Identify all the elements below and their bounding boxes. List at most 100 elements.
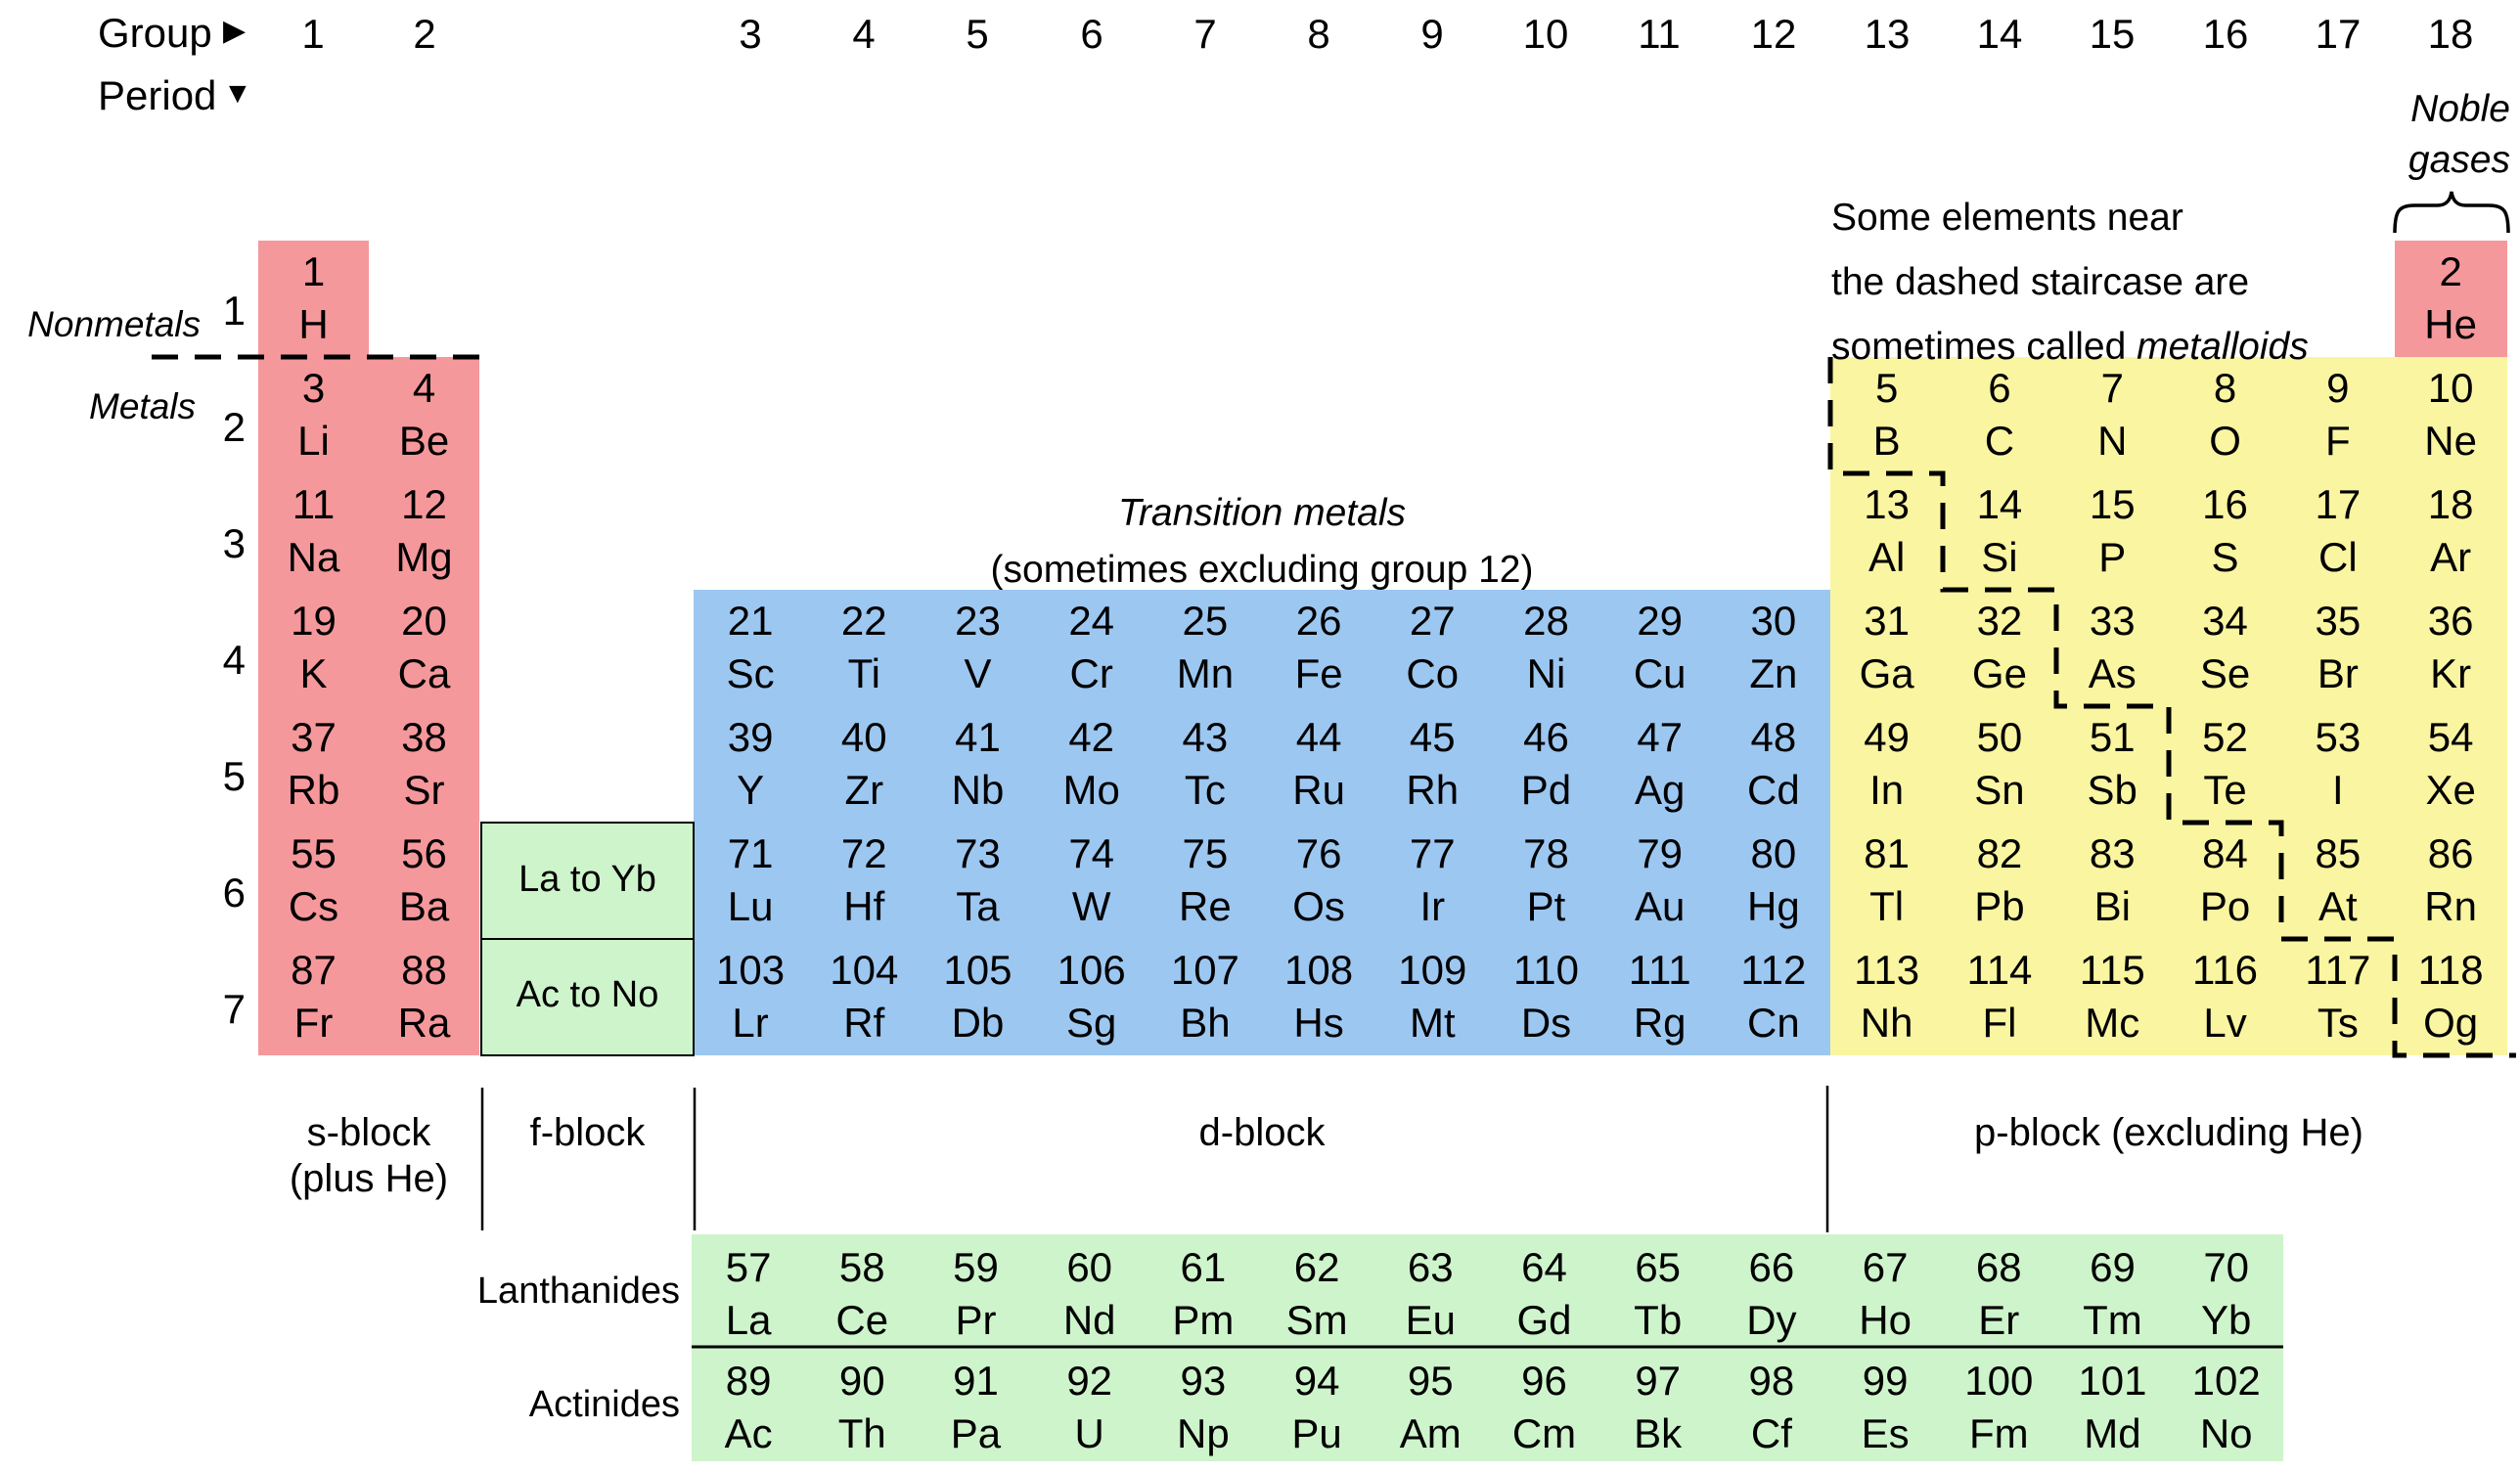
element-number: 62 [1293,1244,1340,1290]
element-number: 58 [838,1244,885,1290]
group-number: 9 [1420,11,1444,57]
element-symbol: O [2209,418,2241,464]
element-number: 12 [401,481,447,527]
period-number: 6 [222,870,246,915]
element-symbol: Tb [1634,1297,1683,1343]
element-number: 71 [727,830,774,876]
element-symbol: Tl [1869,883,1905,929]
element-number: 91 [953,1358,999,1404]
element-symbol: Sb [2087,767,2138,813]
element-symbol: F [2325,418,2351,464]
period-number: 2 [222,404,246,450]
element-number: 97 [1635,1358,1682,1404]
element-number: 93 [1180,1358,1227,1404]
element-number: 102 [2191,1358,2261,1404]
element-number: 107 [1170,947,1239,993]
element-number: 115 [2079,947,2145,993]
group-number: 6 [1080,11,1103,57]
element-number: 86 [2427,830,2474,876]
element-number: 68 [1975,1244,2022,1290]
element-number: 103 [716,947,786,993]
element-number: 94 [1293,1358,1340,1404]
actinides-label: Actinides [528,1384,680,1425]
element-number: 69 [2090,1244,2136,1290]
element-number: 78 [1523,830,1569,876]
element-number: 76 [1295,830,1342,876]
element-symbol: Xe [2425,767,2476,813]
element-symbol: V [964,650,992,696]
element-number: 7 [2100,365,2124,411]
noble-gases-line2: gases [2408,139,2510,181]
period-label: Period [98,72,217,118]
element-number: 108 [1284,947,1354,993]
element-symbol: Al [1868,534,1906,580]
element-symbol: Li [297,418,330,464]
element-symbol: Eu [1405,1297,1456,1343]
element-number: 64 [1521,1244,1567,1290]
s-block-label: s-block [306,1111,431,1154]
element-number: 66 [1748,1244,1795,1290]
element-number: 106 [1057,947,1126,993]
element-symbol: La [725,1297,772,1343]
element-symbol: Dy [1746,1297,1797,1343]
element-symbol: Ba [398,883,450,929]
element-symbol: Md [2084,1410,2141,1456]
element-symbol: Re [1179,883,1232,929]
element-number: 15 [2089,481,2136,527]
element-symbol: Rg [1633,1000,1687,1046]
element-number: 79 [1637,830,1684,876]
element-number: 6 [1988,365,2011,411]
element-number: 43 [1182,714,1229,760]
helium-cell-bg [2395,241,2507,357]
element-number: 53 [2315,714,2362,760]
group-number: 15 [2089,11,2136,57]
element-symbol: I [2332,767,2344,813]
element-symbol: Sn [1974,767,2025,813]
element-number: 9 [2326,365,2350,411]
metalloids-annotation: Some elements near the dashed staircase … [1831,186,2309,379]
element-number: 33 [2089,598,2136,644]
f-cell-la-to-yb: La to Yb [518,859,656,900]
noble-gases-line1: Noble [2410,88,2510,130]
element-number: 88 [401,947,447,993]
element-number: 51 [2089,714,2136,760]
annotation-line1: Some elements near [1831,197,2183,239]
element-number: 37 [291,714,337,760]
element-symbol: Rh [1406,767,1460,813]
group-number: 4 [852,11,876,57]
element-number: 104 [830,947,899,993]
element-symbol: Se [2199,650,2251,696]
element-number: 23 [955,598,1001,644]
element-number: 118 [2417,947,2484,993]
